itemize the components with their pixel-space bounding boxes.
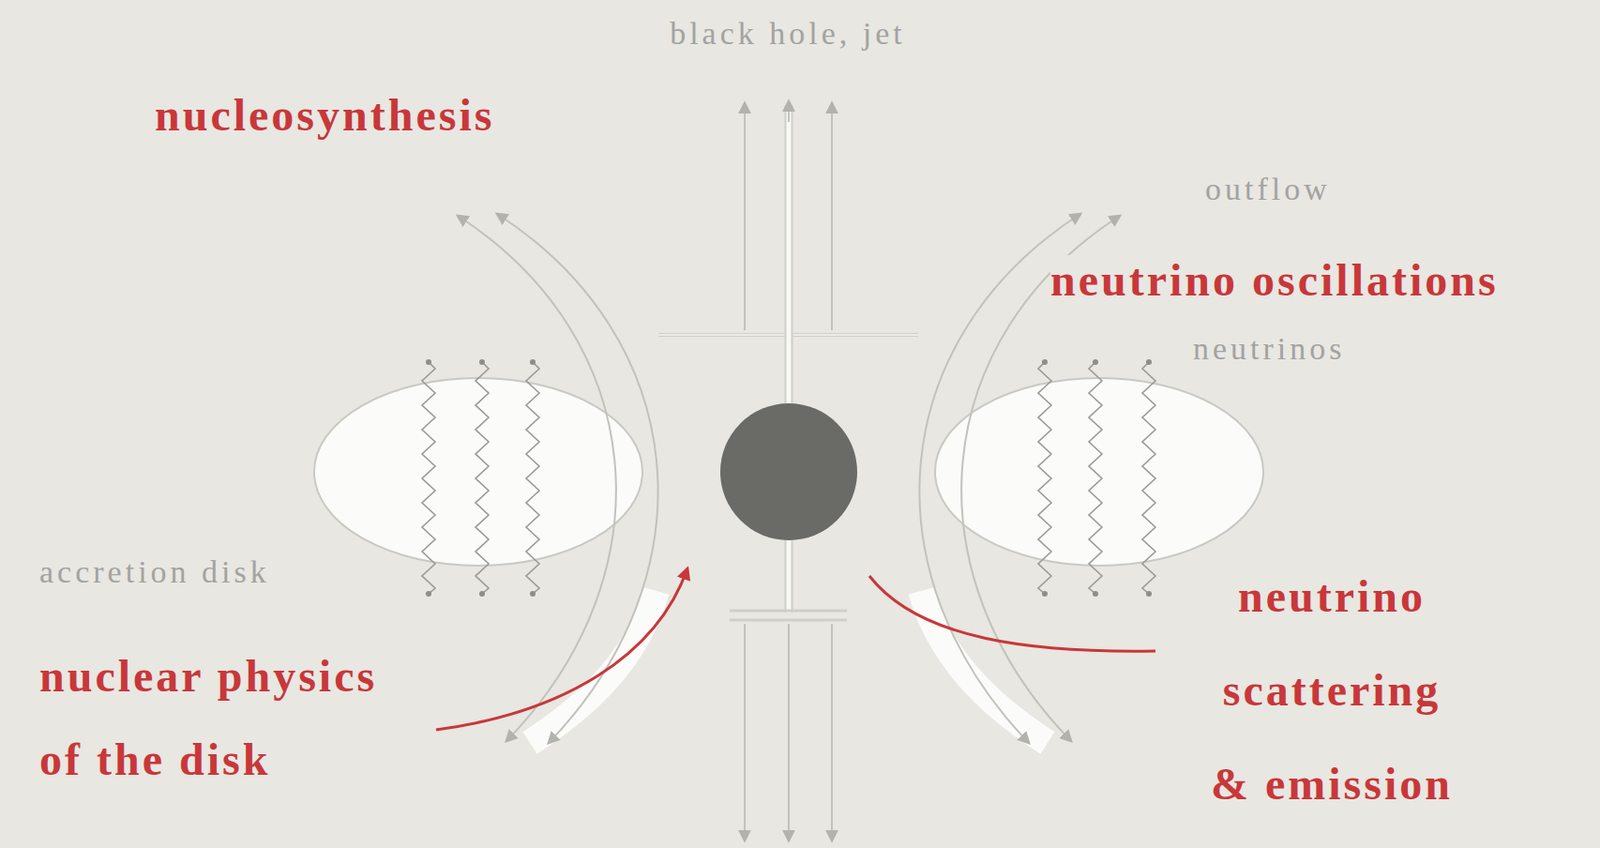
jet-bar bbox=[729, 609, 847, 613]
jet-line bbox=[787, 623, 790, 841]
leader-line bbox=[869, 575, 1156, 651]
black-hole bbox=[720, 403, 858, 541]
leader-line bbox=[436, 568, 688, 730]
label-slot: neutrino scattering & emission bbox=[1207, 549, 1457, 831]
jet-line bbox=[743, 103, 746, 331]
jet-line bbox=[830, 623, 833, 841]
jet-line bbox=[743, 623, 746, 841]
jet-core bbox=[784, 105, 794, 404]
jet-core bbox=[786, 540, 792, 613]
jet-line bbox=[830, 103, 833, 331]
jet-line bbox=[787, 101, 790, 122]
jet-core bbox=[784, 540, 794, 613]
label-slot: nuclear physics of the disk bbox=[39, 633, 387, 801]
topic-label: neutrino oscillations bbox=[1050, 255, 1499, 306]
label-slot: neutrino oscillations bbox=[1050, 255, 1499, 306]
part-label: accretion disk bbox=[39, 553, 271, 590]
topic-label: nucleosynthesis bbox=[154, 90, 495, 141]
topic-label: neutrino scattering & emission bbox=[1207, 549, 1457, 831]
jet-core bbox=[786, 105, 792, 404]
topic-label: nuclear physics of the disk bbox=[39, 633, 387, 801]
part-label: black hole, jet bbox=[669, 15, 906, 52]
label-slot: nucleosynthesis bbox=[154, 90, 495, 141]
label-slot: accretion disk bbox=[39, 553, 271, 590]
label-slot: black hole, jet bbox=[669, 15, 906, 52]
part-label: neutrinos bbox=[1192, 330, 1346, 367]
label-slot: outflow bbox=[1205, 170, 1331, 208]
part-label: outflow bbox=[1205, 170, 1331, 208]
label-slot: neutrinos bbox=[1192, 330, 1346, 367]
jet-bar bbox=[729, 618, 847, 622]
